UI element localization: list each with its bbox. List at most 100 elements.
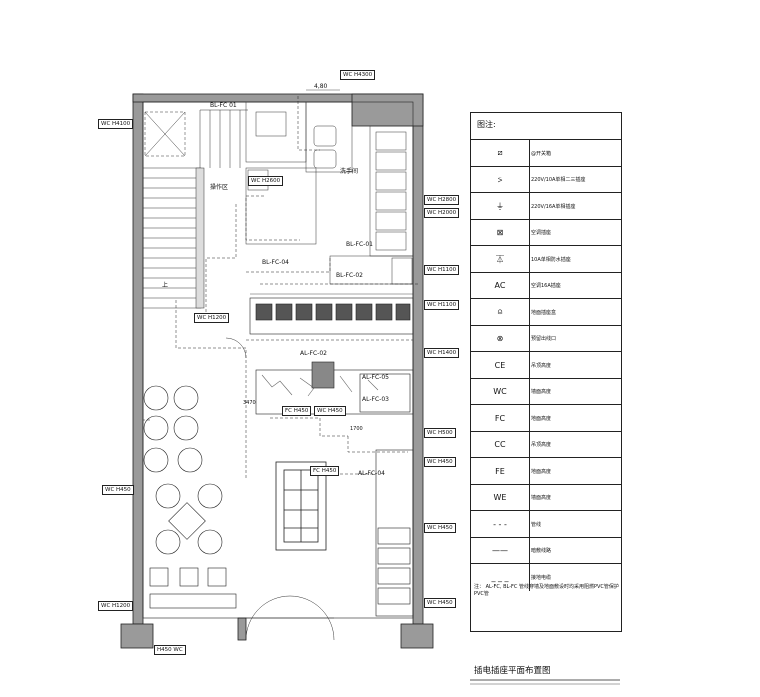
- legend-description: 接地电缆: [531, 574, 552, 581]
- legend-row: ⊗预留出线口: [471, 324, 621, 352]
- drawing-note: 注： AL-FC, BL-FC 管线穿墙及地面敷设时均采用阻燃PVC管保护 PV…: [474, 584, 620, 598]
- legend-symbol: ⊗: [471, 325, 530, 352]
- height-tag: WC H450: [314, 406, 346, 416]
- legend-row: ——暗敷线路: [471, 536, 621, 564]
- legend-description: 220V/10A单相二三插座: [531, 177, 586, 184]
- height-tag: WC H1400: [424, 348, 460, 358]
- dimension-lines: [250, 89, 413, 295]
- dim-a-label: 3470: [243, 400, 256, 406]
- dim-b-label: 1700: [350, 426, 363, 432]
- al-fc-04-label: AL-FC-04: [358, 470, 385, 477]
- legend-description: @开关箱: [531, 150, 552, 157]
- legend-symbol: FC: [471, 405, 530, 432]
- height-tag: WC H1200: [194, 313, 230, 323]
- legend-row: ⍩220V/10A单相二三插座: [471, 165, 621, 193]
- height-tag: WC H4100: [98, 119, 134, 129]
- legend-row: ⧄@开关箱: [471, 139, 621, 167]
- display-cabinet: [275, 461, 327, 551]
- zone-work-label: 操作区: [210, 184, 229, 191]
- legend-symbol: CC: [471, 431, 530, 458]
- height-tag: WC H4300: [340, 70, 376, 80]
- legend-symbol: ——: [471, 537, 530, 564]
- height-tag: WC H2600: [248, 176, 284, 186]
- height-tag: WC H450: [424, 598, 456, 608]
- legend-description: 220V/16A单相插座: [531, 203, 576, 210]
- legend-symbol: ⍝: [471, 299, 530, 326]
- dim-top-label: 4,80: [314, 83, 328, 90]
- service-rooms: [245, 101, 353, 245]
- height-tag: WC H2800: [424, 195, 460, 205]
- legend-symbol: AC: [471, 272, 530, 299]
- legend-table: 图注: ⧄@开关箱⍩220V/10A单相二三插座⏚220V/16A单相插座⊠空调…: [470, 112, 622, 632]
- legend-description: 地面高度: [531, 468, 552, 475]
- legend-description: 地面高度: [531, 415, 552, 422]
- al-fc-02-label: AL-FC-02: [300, 350, 327, 357]
- legend-symbol: ⍩: [471, 166, 530, 193]
- legend-description: 暗敷线路: [531, 548, 552, 555]
- legend-row: ⏚220V/16A单相插座: [471, 192, 621, 220]
- legend-row: ⊠空调插座: [471, 218, 621, 246]
- legend-row: - - -管线: [471, 510, 621, 538]
- legend-description: 10A单相防水插座: [531, 256, 571, 263]
- legend-description: 墙面高度: [531, 389, 552, 396]
- back-counter: [329, 125, 414, 285]
- legend-symbol: CE: [471, 352, 530, 379]
- legend-row: _ _ _接地电缆: [471, 563, 621, 591]
- legend-description: 空调插座: [531, 230, 552, 237]
- height-tag: WC H450: [102, 485, 134, 495]
- legend-description: 管线: [531, 521, 542, 528]
- bl-fc-02-label: BL-FC-02: [336, 272, 363, 279]
- height-tag: WC H1200: [98, 601, 134, 611]
- drawing-title: 插电插座平面布置图: [474, 666, 551, 676]
- legend-row: ⍝地面插座盒: [471, 298, 621, 326]
- legend-symbol: - - -: [471, 511, 530, 538]
- entrance-doors: [225, 337, 335, 641]
- legend-symbol: ⧄: [471, 140, 530, 167]
- legend-symbol: ⏄: [471, 246, 530, 273]
- bl-fc-01-top-label: BL-FC 01: [210, 102, 237, 109]
- bl-fc-04-label: BL-FC-04: [262, 259, 289, 266]
- legend-symbol: WC: [471, 378, 530, 405]
- height-tag: WC H1100: [424, 265, 460, 275]
- height-tag: FC H450: [310, 466, 340, 476]
- equipment-row: [249, 297, 414, 335]
- legend-description: 吊顶高度: [531, 442, 552, 449]
- zone-rest-label: 洗手间: [340, 168, 359, 175]
- height-tag: FC H450: [282, 406, 312, 416]
- legend-row: ⏄10A单相防水插座: [471, 245, 621, 273]
- height-tag: WC H500: [424, 428, 456, 438]
- legend-description: 吊顶高度: [531, 362, 552, 369]
- height-tag: H450 WC: [154, 645, 186, 655]
- note-text: AL-FC, BL-FC 管线穿墙及地面敷设时均采用阻燃PVC管保护 PVC管: [474, 584, 619, 597]
- legend-description: 墙面高度: [531, 495, 552, 502]
- height-tag: WC H2000: [424, 208, 460, 218]
- legend-description: 地面插座盒: [531, 309, 557, 316]
- legend-symbol: FE: [471, 458, 530, 485]
- legend-symbol: ⏚: [471, 193, 530, 220]
- bl-fc-01-label: BL-FC-01: [346, 241, 373, 248]
- stair-up-label: 上: [162, 282, 169, 289]
- title-underline: [470, 679, 620, 685]
- al-fc-03-label: AL-FC-03: [362, 396, 389, 403]
- height-tag: WC H1100: [424, 300, 460, 310]
- legend-description: 预留出线口: [531, 336, 557, 343]
- staircase: [142, 109, 248, 309]
- height-tag: WC H450: [424, 457, 456, 467]
- lower-cabinets: [375, 449, 414, 617]
- al-fc-05-label: AL-FC-05: [362, 374, 389, 381]
- legend-description: 空调16A插座: [531, 283, 561, 290]
- legend-symbol: _ _ _: [471, 564, 530, 591]
- dining-tables: [143, 385, 237, 609]
- legend-symbol: WE: [471, 484, 530, 511]
- outer-walls: [120, 93, 434, 649]
- legend-header: 图注:: [477, 120, 496, 129]
- legend-symbol: ⊠: [471, 219, 530, 246]
- height-tag: WC H450: [424, 523, 456, 533]
